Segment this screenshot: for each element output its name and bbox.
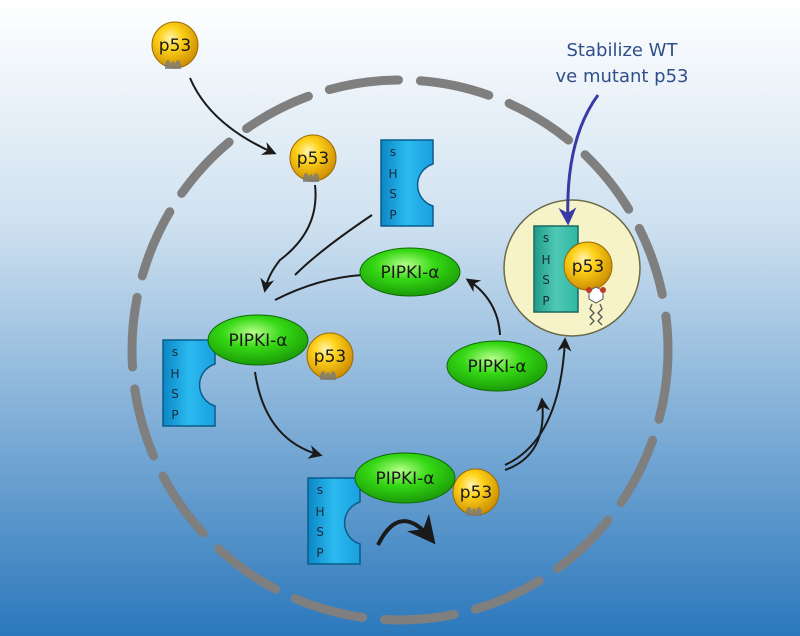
svg-text:p53: p53 — [314, 347, 346, 367]
complex-bottom: s H S P PIPKI-α p53 — [307, 452, 500, 565]
svg-text:P: P — [542, 294, 549, 308]
svg-text:H: H — [315, 505, 324, 519]
arrow-pipki-to-complex — [274, 274, 363, 301]
svg-text:PIPKI-α: PIPKI-α — [380, 263, 439, 283]
arrow-pipki-recycle — [465, 278, 501, 336]
arrow-to-pipki-right — [504, 397, 551, 471]
svg-text:p53: p53 — [297, 149, 329, 169]
svg-text:S: S — [316, 525, 324, 539]
p53-stabilized: p53 — [563, 241, 613, 291]
shsp-free: s H S P — [380, 139, 434, 227]
svg-text:H: H — [541, 253, 550, 267]
p53-nuclear: p53 — [289, 134, 337, 183]
svg-text:S: S — [389, 187, 397, 201]
arrow-complex-transition — [254, 371, 323, 459]
stabilized-complex: s H S P p53 — [533, 225, 613, 326]
arrow-to-stabilized-complex — [504, 337, 572, 466]
pipki-complex-bottom: PIPKI-α — [354, 452, 456, 504]
svg-text:p53: p53 — [159, 36, 191, 56]
arrow-hsp-to-complex — [294, 214, 373, 276]
svg-text:PIPKI-α: PIPKI-α — [375, 469, 434, 489]
svg-text:S: S — [542, 273, 550, 287]
svg-text:s: s — [172, 345, 178, 359]
svg-text:H: H — [170, 367, 179, 381]
pipki-free-right: PIPKI-α — [446, 340, 548, 392]
svg-text:H: H — [388, 167, 397, 181]
arrow-p53-to-complex — [260, 184, 317, 293]
arrow-p53-import — [189, 77, 277, 155]
svg-text:P: P — [316, 546, 323, 560]
svg-text:PIPKI-α: PIPKI-α — [467, 357, 526, 377]
nuclear-membrane — [127, 75, 673, 625]
svg-text:S: S — [171, 387, 179, 401]
annotation-line-2: ve mutant p53 — [556, 66, 689, 87]
p53-cytoplasm: p53 — [151, 21, 199, 70]
svg-text:s: s — [317, 483, 323, 497]
shsp-complex-bottom: s H S P — [307, 477, 361, 565]
annotation-line-1: Stabilize WT — [567, 40, 679, 61]
svg-text:p53: p53 — [572, 257, 604, 277]
complex-left: s H S P PIPKI-α p53 — [162, 314, 354, 427]
svg-text:PIPKI-α: PIPKI-α — [228, 331, 287, 351]
svg-text:P: P — [389, 208, 396, 222]
shsp-complex-left: s H S P — [162, 339, 216, 427]
pipki-complex-left: PIPKI-α — [207, 314, 309, 366]
p53-complex-left: p53 — [306, 332, 354, 381]
p53-complex-bottom: p53 — [452, 468, 500, 517]
svg-text:p53: p53 — [460, 483, 492, 503]
svg-text:s: s — [390, 145, 396, 159]
pipki-free-top: PIPKI-α — [359, 247, 461, 297]
arrow-curved-release — [376, 513, 436, 546]
svg-text:P: P — [171, 408, 178, 422]
lipid-tail-icon — [586, 286, 606, 326]
svg-text:s: s — [543, 231, 549, 245]
annotation-arrow — [558, 94, 600, 226]
